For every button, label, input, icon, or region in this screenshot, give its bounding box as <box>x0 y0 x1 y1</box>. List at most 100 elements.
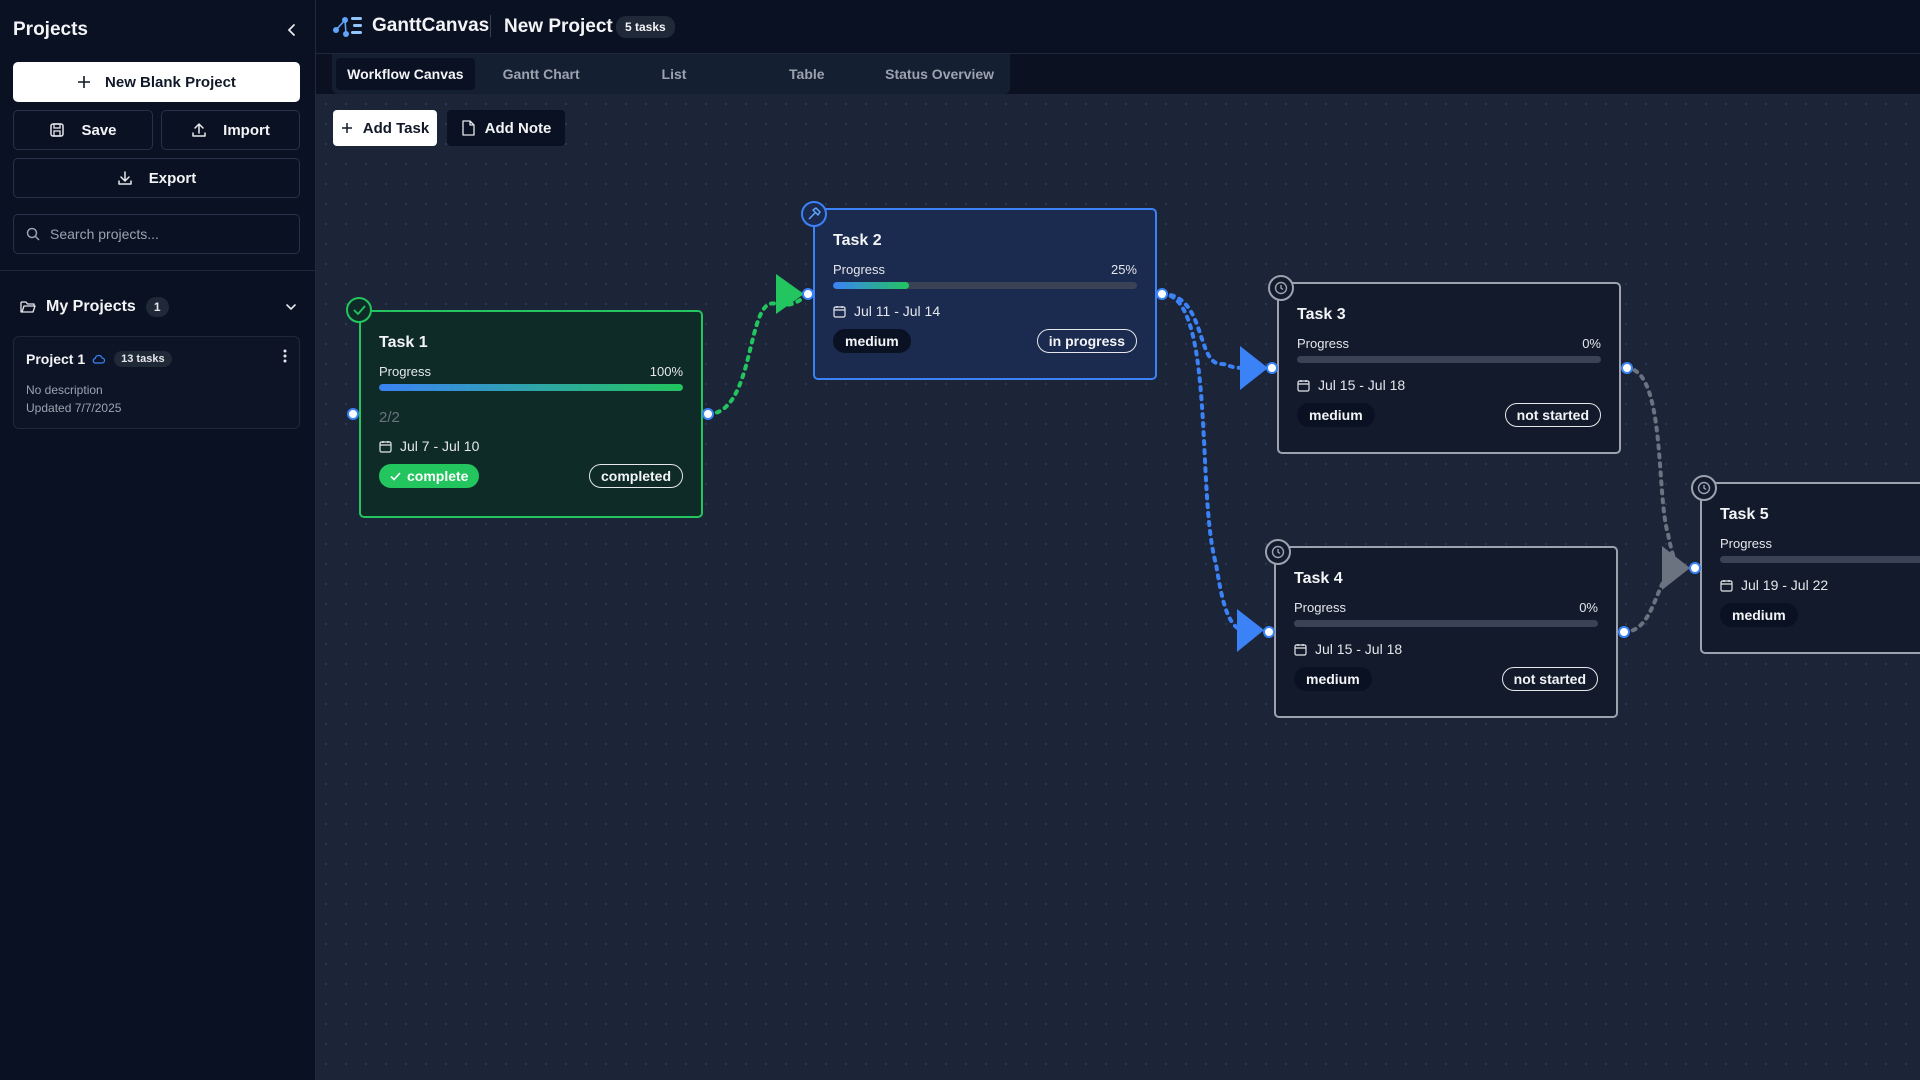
folder-open-icon <box>20 301 36 313</box>
top-bar: GanttCanvas New Project 5 tasks <box>316 0 1920 54</box>
projects-sidebar: Projects New Blank Project Save Import E… <box>0 0 316 1080</box>
project-description: No description <box>26 383 103 397</box>
progress-label: Progress <box>1297 336 1350 351</box>
search-projects-field[interactable] <box>13 214 300 254</box>
new-blank-project-button[interactable]: New Blank Project <box>13 62 300 102</box>
task3-input-handle[interactable] <box>1266 362 1278 374</box>
arrow-task2-task3 <box>1240 346 1268 390</box>
progress-fill <box>833 282 909 289</box>
task-title: Task 2 <box>833 232 882 249</box>
complete-toggle[interactable]: complete <box>379 464 480 488</box>
dependency-links <box>706 274 1690 652</box>
progress-row: Progress 0% <box>1294 600 1598 615</box>
add-note-button[interactable]: Add Note <box>447 110 565 146</box>
brand[interactable]: GanttCanvas <box>332 14 489 38</box>
arrow-to-task5 <box>1662 546 1690 590</box>
progress-bar <box>379 384 683 391</box>
add-note-label: Add Note <box>484 119 552 137</box>
project-updated: Updated 7/7/2025 <box>26 401 122 415</box>
task-title: Task 4 <box>1294 570 1343 587</box>
sidebar-title: Projects <box>13 19 88 40</box>
progress-value: 0% <box>1582 336 1601 351</box>
save-button[interactable]: Save <box>13 110 153 150</box>
date-range: Jul 19 - Jul 22 <box>1720 577 1920 593</box>
tab-table[interactable]: Table <box>789 66 825 82</box>
arrow-task1-task2 <box>776 274 804 314</box>
calendar-icon <box>1720 579 1733 592</box>
progress-bar <box>1294 620 1598 627</box>
task2-input-handle[interactable] <box>802 288 814 300</box>
tab-workflow-canvas[interactable]: Workflow Canvas <box>336 58 475 90</box>
more-vertical-icon <box>283 349 287 363</box>
my-projects-header[interactable]: My Projects 1 <box>20 296 298 318</box>
task5-input-handle[interactable] <box>1689 562 1701 574</box>
tab-gantt-chart[interactable]: Gantt Chart <box>502 66 580 82</box>
tab-list[interactable]: List <box>661 66 687 82</box>
status-badge: not started <box>1501 667 1598 691</box>
date-range: Jul 7 - Jul 10 <box>379 438 683 454</box>
clock-icon <box>1268 275 1294 301</box>
task1-output-handle[interactable] <box>702 408 714 420</box>
project-title: New Project <box>504 16 613 37</box>
add-task-button[interactable]: Add Task <box>333 110 437 146</box>
task4-input-handle[interactable] <box>1263 626 1275 638</box>
note-icon <box>462 120 475 136</box>
link-task3-task5 <box>1624 366 1684 570</box>
chevron-down-icon <box>286 304 296 311</box>
task-node-3[interactable]: Task 3 Progress 0% Jul 15 - Jul 18 mediu… <box>1277 282 1621 454</box>
task4-output-handle[interactable] <box>1618 626 1630 638</box>
cloud-icon <box>92 354 106 364</box>
task-node-1[interactable]: Task 1 Progress 100% 2/2 Jul 7 - Jul 10 … <box>359 310 703 518</box>
sidebar-divider <box>0 270 316 271</box>
search-icon <box>26 227 40 241</box>
progress-bar <box>1720 556 1920 563</box>
task2-output-handle[interactable] <box>1156 288 1168 300</box>
subtask-count: 2/2 <box>379 409 400 426</box>
project-menu-button[interactable] <box>283 349 287 368</box>
project-name: Project 1 <box>26 350 86 367</box>
date-range-text: Jul 7 - Jul 10 <box>400 438 480 454</box>
plus-icon <box>78 76 91 88</box>
progress-label: Progress <box>379 364 432 379</box>
task-node-4[interactable]: Task 4 Progress 0% Jul 15 - Jul 18 mediu… <box>1274 546 1618 718</box>
import-button[interactable]: Import <box>161 110 300 150</box>
clock-icon <box>1691 475 1717 501</box>
gantt-canvas-logo-icon <box>333 17 362 37</box>
progress-value: 0% <box>1579 600 1598 615</box>
calendar-icon <box>833 305 846 318</box>
progress-bar <box>833 282 1137 289</box>
export-button[interactable]: Export <box>13 158 300 198</box>
task-node-5[interactable]: Task 5 Progress Jul 19 - Jul 22 medium <box>1700 482 1920 654</box>
badge-row: medium <box>1720 603 1920 627</box>
badge-row: complete completed <box>379 464 683 488</box>
task3-output-handle[interactable] <box>1621 362 1633 374</box>
progress-row: Progress 100% <box>379 364 683 379</box>
collapse-sidebar-button[interactable] <box>281 19 303 41</box>
tab-status-overview[interactable]: Status Overview <box>885 66 995 82</box>
date-range: Jul 15 - Jul 18 <box>1294 641 1598 657</box>
project-task-count-badge: 13 tasks <box>114 350 172 367</box>
priority-badge: medium <box>1297 403 1375 427</box>
priority-badge: medium <box>833 329 911 353</box>
import-label: Import <box>223 121 270 139</box>
complete-label: complete <box>407 468 469 484</box>
status-badge: in progress <box>1036 329 1137 353</box>
badge-row: medium in progress <box>833 329 1137 353</box>
link-task1-task2 <box>706 292 810 416</box>
date-range: Jul 15 - Jul 18 <box>1297 377 1601 393</box>
progress-bar <box>1297 356 1601 363</box>
view-tabs: Workflow Canvas Gantt Chart List Table S… <box>332 54 1010 94</box>
check-icon <box>390 471 401 481</box>
date-range-text: Jul 11 - Jul 14 <box>854 303 941 319</box>
project-card[interactable]: Project 1 13 tasks No description Update… <box>13 336 300 429</box>
task-node-2[interactable]: Task 2 Progress 25% Jul 11 - Jul 14 medi… <box>813 208 1157 380</box>
status-badge: not started <box>1504 403 1601 427</box>
badge-row: medium not started <box>1294 667 1598 691</box>
priority-badge: medium <box>1720 603 1798 627</box>
task1-input-handle[interactable] <box>347 408 359 420</box>
date-range-text: Jul 15 - Jul 18 <box>1315 641 1403 657</box>
chevron-left-icon <box>287 24 295 36</box>
search-projects-input[interactable] <box>50 226 290 242</box>
workflow-canvas[interactable]: Add Task Add Note Task 1 Progress 100% 2… <box>316 94 1920 1080</box>
date-range-text: Jul 19 - Jul 22 <box>1741 577 1829 593</box>
